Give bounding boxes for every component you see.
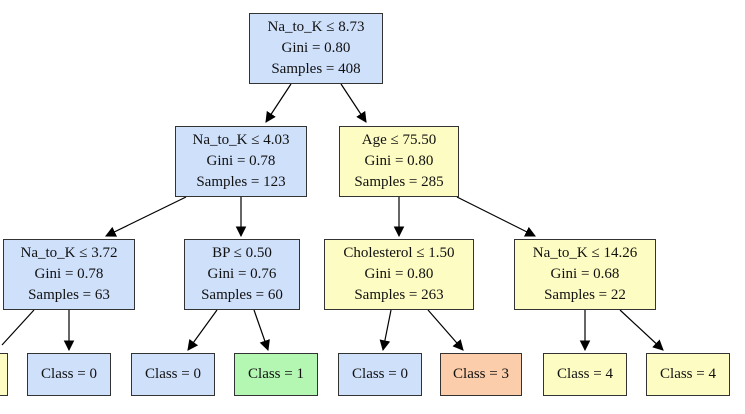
node-samples: Samples = 263 bbox=[354, 287, 444, 303]
node-samples: Samples = 60 bbox=[201, 287, 283, 303]
leaf-class-label: Class = 4 bbox=[557, 366, 613, 382]
edge-root-left bbox=[265, 83, 292, 123]
edge-leftright-leaf3 bbox=[253, 309, 270, 352]
node-samples: Samples = 408 bbox=[271, 61, 361, 77]
leaf-class-label: Class = 0 bbox=[145, 366, 201, 382]
edge-left-leftleft bbox=[105, 196, 187, 237]
node-samples: Samples = 285 bbox=[354, 174, 444, 190]
tree-node-left-left: Na_to_K ≤ 3.72 Gini = 0.78 Samples = 63 bbox=[3, 239, 135, 310]
edge-rightleft-leaf4 bbox=[379, 309, 392, 352]
node-condition: Age ≤ 75.50 bbox=[361, 132, 437, 148]
tree-node-left-right: BP ≤ 0.50 Gini = 0.76 Samples = 60 bbox=[184, 239, 300, 310]
node-samples: Samples = 22 bbox=[544, 287, 626, 303]
node-condition: Na_to_K ≤ 4.03 bbox=[192, 132, 290, 148]
node-samples: Samples = 123 bbox=[196, 174, 286, 190]
tree-leaf: Class = 0 bbox=[131, 353, 215, 396]
edge-leftleft-leaf0 bbox=[1, 309, 35, 346]
tree-node-right: Age ≤ 75.50 Gini = 0.80 Samples = 285 bbox=[339, 126, 459, 197]
node-gini: Gini = 0.80 bbox=[364, 266, 434, 282]
node-condition: BP ≤ 0.50 bbox=[212, 245, 272, 261]
tree-leaf: Class = 1 bbox=[234, 353, 318, 396]
tree-leaf bbox=[0, 353, 8, 396]
node-gini: Gini = 0.76 bbox=[207, 266, 277, 282]
tree-node-right-right: Na_to_K ≤ 14.26 Gini = 0.68 Samples = 22 bbox=[514, 239, 656, 310]
leaf-class-label: Class = 1 bbox=[248, 366, 304, 382]
node-condition: Na_to_K ≤ 3.72 bbox=[20, 245, 118, 261]
tree-node-root: Na_to_K ≤ 8.73 Gini = 0.80 Samples = 408 bbox=[249, 13, 383, 84]
edge-rightright-leaf7 bbox=[619, 309, 664, 351]
tree-node-right-left: Cholesterol ≤ 1.50 Gini = 0.80 Samples =… bbox=[324, 239, 474, 310]
node-gini: Gini = 0.78 bbox=[34, 266, 104, 282]
tree-leaf: Class = 0 bbox=[27, 353, 111, 396]
node-gini: Gini = 0.80 bbox=[364, 153, 434, 169]
node-samples: Samples = 63 bbox=[28, 287, 110, 303]
node-condition: Na_to_K ≤ 8.73 bbox=[267, 19, 365, 35]
leaf-class-label: Class = 3 bbox=[453, 366, 509, 382]
leaf-class-label: Class = 4 bbox=[660, 366, 716, 382]
edge-leftright-leaf2 bbox=[187, 309, 218, 351]
node-gini: Gini = 0.78 bbox=[206, 153, 276, 169]
tree-leaf: Class = 4 bbox=[646, 353, 730, 396]
leaf-class-label: Class = 0 bbox=[41, 366, 97, 382]
edge-root-right bbox=[340, 83, 367, 123]
tree-node-left: Na_to_K ≤ 4.03 Gini = 0.78 Samples = 123 bbox=[175, 126, 307, 197]
tree-leaf: Class = 4 bbox=[543, 353, 627, 396]
node-gini: Gini = 0.68 bbox=[550, 266, 620, 282]
tree-leaf: Class = 3 bbox=[440, 353, 522, 396]
node-condition: Na_to_K ≤ 14.26 bbox=[532, 245, 638, 261]
leaf-class-label: Class = 0 bbox=[352, 366, 408, 382]
tree-leaf: Class = 0 bbox=[338, 353, 422, 396]
edge-right-rightright bbox=[456, 196, 536, 237]
node-condition: Cholesterol ≤ 1.50 bbox=[343, 245, 455, 261]
node-gini: Gini = 0.80 bbox=[281, 40, 351, 56]
edge-rightleft-leaf5 bbox=[427, 309, 464, 351]
